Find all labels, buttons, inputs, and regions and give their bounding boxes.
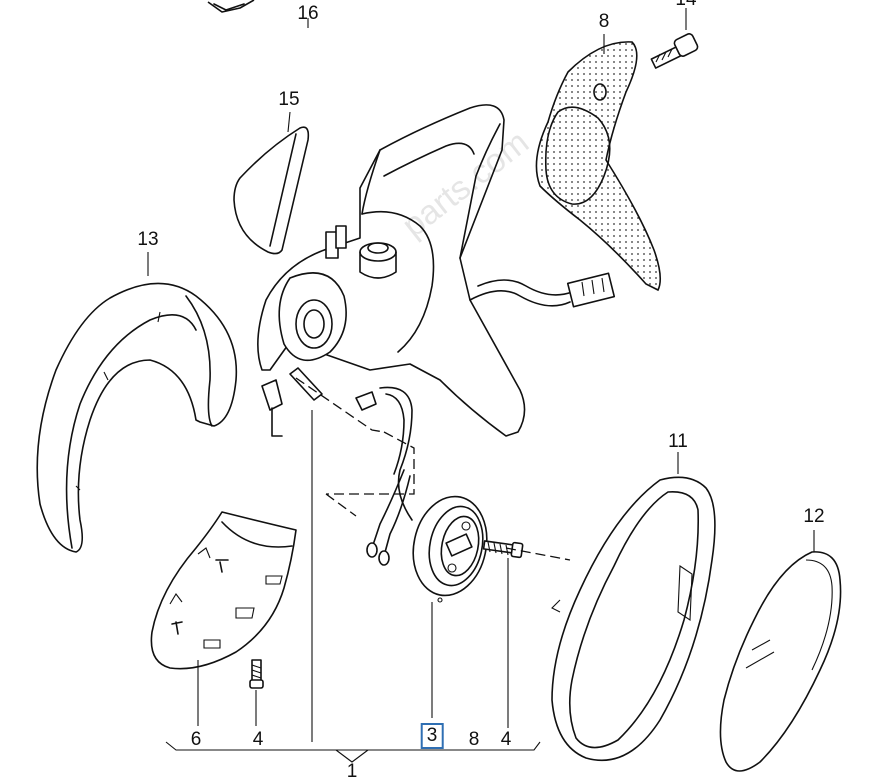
callout-8-top: 8 [598,11,610,32]
part-3-adjuster-motor [355,386,488,603]
part-12-mirror-glass [719,551,842,772]
part-15-cover-cap [233,126,310,255]
callout-11: 11 [668,431,688,452]
callout-6: 6 [190,729,202,750]
part-16-fragment [207,0,255,13]
callout-13: 13 [137,229,159,250]
mirror-base-assembly [257,104,616,437]
leader-lines [147,8,815,763]
screw-4-left [249,659,264,689]
part-6-lower-cover [150,511,297,670]
screw-4-right [482,540,524,559]
alignment-dashes [295,377,571,561]
part-13-housing-cover [36,282,238,553]
callout-15: 15 [278,89,300,110]
callout-8-bottom: 8 [468,729,480,750]
callout-12: 12 [803,506,825,527]
callout-1: 1 [346,761,358,782]
callout-3-highlighted[interactable]: 3 [420,723,444,749]
callout-4-right: 4 [500,729,512,750]
part-11-mirror-backing [551,476,716,762]
part-8-gasket [535,41,662,292]
callout-14: 14 [675,0,696,10]
callout-4-left: 4 [252,729,264,750]
callout-16: 16 [297,3,319,24]
screw-14-top [650,33,699,69]
